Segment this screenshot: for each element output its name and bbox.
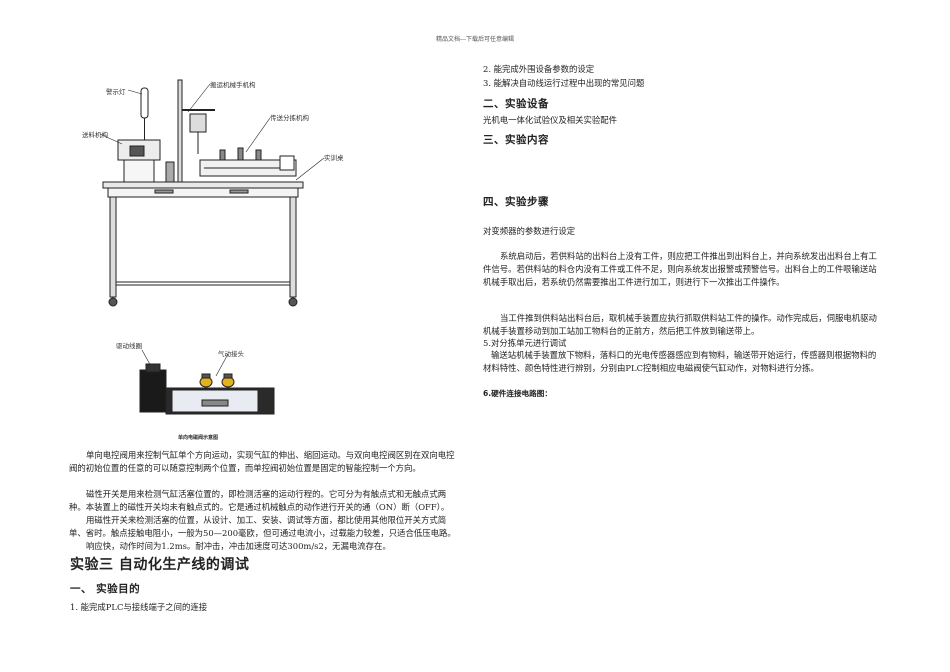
paragraph-response: 响应快，动作时间为1.2ms。耐冲击，冲击加速度可达300m/s2，无漏电流存在… <box>86 541 391 551</box>
step-5-sorting: 5.对分拣单元进行调试 <box>483 338 567 348</box>
objective-item-1: 1. 能完成PLC与接线端子之间的连接 <box>70 602 208 612</box>
objective-item-2: 2. 能完成外围设备参数的设定 <box>483 64 595 74</box>
figure-caption: 单向电磁阀示意图 <box>178 435 219 441</box>
solenoid-valve-drawing <box>139 349 275 415</box>
label-warning-light: 警示灯 <box>106 88 126 96</box>
section-equipment: 二、实验设备 <box>483 98 549 110</box>
step-6-wiring: 6.硬件连接电路图： <box>483 389 552 398</box>
chapter-title: 实验三 自动化生产线的调试 <box>70 557 250 573</box>
equipment-drawing <box>99 79 325 307</box>
label-feeding-unit: 送料机构 <box>82 131 108 139</box>
section-objectives: 一、 实验目的 <box>70 583 141 595</box>
label-training-table: 实训桌 <box>324 154 344 162</box>
step-vfd-setting: 对变频器的参数进行设定 <box>483 226 576 236</box>
section-content: 三、实验内容 <box>483 134 549 146</box>
objective-item-3: 3. 能解决自动线运行过程中出现的常见问题 <box>483 78 645 88</box>
section-steps: 四、实验步骤 <box>483 196 549 208</box>
paragraph-supply-station: 系统启动后，若供料站的出料台上没有工件，则应把工件推出到出料台上，并向系统发出出… <box>483 251 877 287</box>
label-conveyor-unit: 传送分拣机构 <box>270 114 309 122</box>
paragraph-manipulator: 当工件推到供料站出料台后，取机械手装置应执行抓取供料站工件的操作。动作完成后，伺… <box>483 313 877 336</box>
page-header: 精品文档---下载后可任意编辑 <box>435 36 515 43</box>
label-drive-coil: 驱动线圈 <box>116 342 142 350</box>
label-transport-arm: 搬运机械手机构 <box>210 81 256 89</box>
paragraph-magnetic-switch-advantages: 用磁性开关来检测活塞的位置，从设计、加工、安装、调试等方面，都比使用其他限位开关… <box>69 515 456 538</box>
paragraph-sorting: 输送站机械手装置放下物料，落料口的光电传感器感应到有物料，输送带开始运行，传感器… <box>483 350 877 373</box>
solenoid-valve-figure: 驱动线圈 气动接头 单向电磁阀示意图 <box>110 338 280 446</box>
equipment-text: 光机电一体化试验仪及相关实验配件 <box>483 115 617 125</box>
paragraph-solenoid-valve: 单向电控阀用来控制气缸单个方向运动，实现气缸的伸出、缩回运动。与双向电控阀区别在… <box>69 450 455 473</box>
label-pneumatic-connector: 气动接头 <box>218 350 244 358</box>
equipment-figure: 警示灯 搬运机械手机构 送料机构 传送分拣机构 实训桌 <box>70 74 360 314</box>
paragraph-magnetic-switch: 磁性开关是用来检测气缸活塞位置的，即检测活塞的运动行程的。它可分为有触点式和无触… <box>69 489 450 512</box>
